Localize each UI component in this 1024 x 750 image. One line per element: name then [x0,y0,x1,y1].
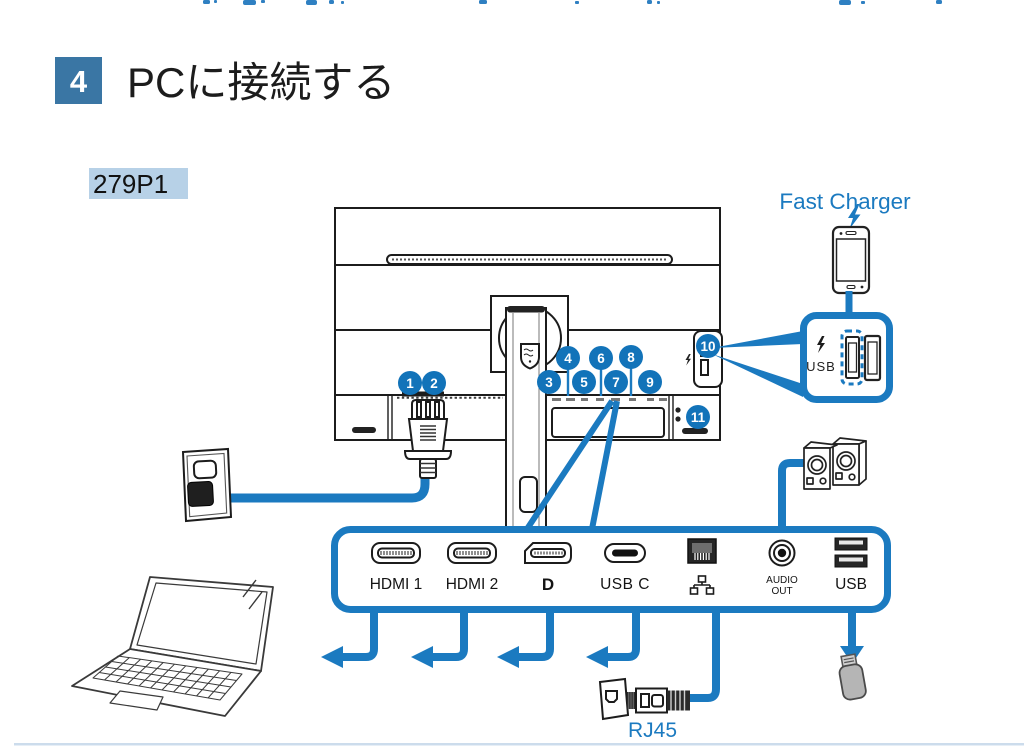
cable-management-hole [519,476,538,513]
rj45-wall-jack [598,677,630,721]
rj45-connection: RJ45 [598,608,720,742]
speakers-icon [803,437,867,490]
usb-drive-connection [838,612,867,701]
arrow-left-icon [411,646,433,668]
ports-panel: HDMI 1 HDMI 2 D USB C AUDIO OUT USB [331,526,891,613]
audio-out-label-1: AUDIO [766,575,798,586]
cable-arrows [321,608,640,668]
laptop-trackpad [109,690,164,711]
callout-11: 11 [691,410,706,425]
tiny-port-labels [552,398,667,401]
hdmi1-port-icon [371,542,421,564]
usbc-port-icon [604,543,646,563]
callout-1: 1 [406,376,414,391]
hub-usb-port-fast [845,336,860,379]
usb-label: USB [835,576,867,593]
rj45-label: RJ45 [628,719,677,742]
section-heading: 4 PCに接続する [55,57,395,106]
heading-number: 4 [70,64,88,99]
heading-number-box [55,57,102,104]
brand-logo [520,343,540,370]
callout-4: 4 [564,351,572,366]
audio-out-port-icon [768,539,796,567]
fast-charger-group: Fast Charger USB [712,189,911,403]
ac-inlet [402,391,444,397]
callout-leader-lines [566,367,633,396]
usbc-label: USB C [600,576,650,593]
callout-6: 6 [597,351,605,366]
callout-10: 10 [700,339,715,354]
hdmi1-label: HDMI 1 [370,576,423,593]
page-title: PCに接続する [127,59,395,106]
lightning-icon [685,354,691,366]
audio-out-label-2: OUT [771,586,792,597]
callout-7: 7 [612,375,620,390]
laptop-keyboard [92,655,243,701]
rj45-port-icon [687,538,717,564]
bezel-left-badge [352,427,376,433]
hub-pointer-top [712,331,803,348]
hub-pointer-bottom [712,354,803,397]
callout-2: 2 [430,376,438,391]
hdmi2-port-icon [447,542,497,564]
power-cable [205,476,430,503]
rj45-plug [627,687,690,714]
lightning-icon [817,336,825,353]
monitor-illustration [334,207,723,530]
usb-ports-icon [834,537,868,568]
callout-5: 5 [580,375,588,390]
rj45-cable [690,608,720,702]
model-highlight [89,168,188,199]
usb-flash-drive-icon [838,653,867,701]
model-label: 279P1 [89,168,188,199]
hub-usb-label: USB [806,359,836,374]
ports-panel-box [331,526,891,613]
page-bottom-rule [14,743,1024,746]
wall-outlet [181,447,233,523]
ac-power-plug [403,399,453,479]
displayport-label: D [542,575,554,594]
lightning-icon [848,204,861,229]
laptop-illustration [71,576,274,717]
screen-reflection [242,579,263,610]
audio-cable [778,459,807,531]
arrow-left-icon [586,646,608,668]
phone-icon [831,225,871,295]
fast-charger-label: Fast Charger [779,189,911,214]
model-text: 279P1 [93,169,168,199]
bezel-right-badge [682,428,708,434]
callout-9: 9 [646,375,654,390]
zoom-callout-lines [524,399,620,531]
callout-8: 8 [627,350,635,365]
cropped-text-fragments [203,0,942,5]
displayport-port-icon [524,542,572,564]
lan-icon [689,575,715,595]
fast-charge-port-outline [840,329,864,386]
arrow-left-icon [321,646,343,668]
hub-usb-port [863,334,882,382]
hdmi2-label: HDMI 2 [446,576,499,593]
callouts: 1 2 3 4 5 6 7 8 9 10 11 [398,334,720,429]
callout-3: 3 [545,375,553,390]
outlet-plug [187,481,214,507]
arrow-left-icon [497,646,519,668]
